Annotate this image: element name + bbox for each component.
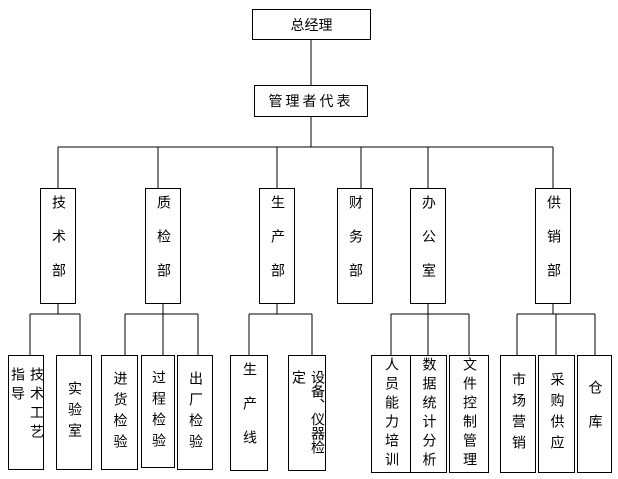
node-label: 总经理 <box>290 17 333 34</box>
node-sub-equipment-calibration: 设备、仪器检定 <box>288 355 326 471</box>
node-dept-office: 办公室 <box>410 188 446 304</box>
node-label: 人员能力培训 <box>383 357 399 471</box>
node-sub-staff-training: 人员能力培训 <box>371 355 411 473</box>
node-management-representative: 管理者代表 <box>254 85 368 117</box>
node-general-manager: 总经理 <box>252 9 371 40</box>
node-label: 仓库 <box>586 380 603 448</box>
node-label: 进货检验 <box>111 370 128 455</box>
node-label: 文件控制管理 <box>461 357 477 471</box>
node-label: 生产部 <box>269 195 285 297</box>
node-sub-final-inspection: 出厂检验 <box>177 355 213 470</box>
node-label: 技术工艺指导 <box>9 366 44 443</box>
node-sub-data-analysis: 数据统计分析 <box>410 355 447 473</box>
node-dept-sales: 供销部 <box>535 188 571 304</box>
node-dept-qc: 质检部 <box>145 188 181 304</box>
node-sub-procurement: 采购供应 <box>538 355 575 473</box>
node-sub-document-control: 文件控制管理 <box>449 355 489 473</box>
node-label: 财务部 <box>347 195 363 297</box>
node-label: 管理者代表 <box>268 94 354 110</box>
node-sub-warehouse: 仓库 <box>577 355 612 473</box>
node-dept-tech: 技术部 <box>40 188 76 304</box>
node-dept-finance: 财务部 <box>337 188 373 304</box>
node-label: 技术部 <box>50 195 66 297</box>
node-sub-production-line: 生产线 <box>230 355 268 471</box>
node-sub-incoming-inspection: 进货检验 <box>101 355 138 470</box>
node-sub-tech-guidance: 技术工艺指导 <box>8 355 44 470</box>
node-label: 数据统计分析 <box>420 357 437 471</box>
node-label: 采购供应 <box>548 372 565 456</box>
node-sub-process-inspection: 过程检验 <box>141 355 175 468</box>
node-label: 质检部 <box>155 195 171 297</box>
node-sub-marketing: 市场营销 <box>500 355 536 473</box>
node-label: 供销部 <box>545 195 561 297</box>
node-label: 生产线 <box>241 362 257 464</box>
node-label: 过程检验 <box>150 369 166 454</box>
node-label: 市场营销 <box>510 372 526 456</box>
node-label: 实验室 <box>66 381 82 444</box>
node-dept-production: 生产部 <box>259 188 295 304</box>
node-label: 出厂检验 <box>187 370 203 455</box>
node-label: 设备、仪器检定 <box>290 370 325 454</box>
node-sub-lab: 实验室 <box>56 355 92 470</box>
node-label: 办公室 <box>420 195 436 297</box>
